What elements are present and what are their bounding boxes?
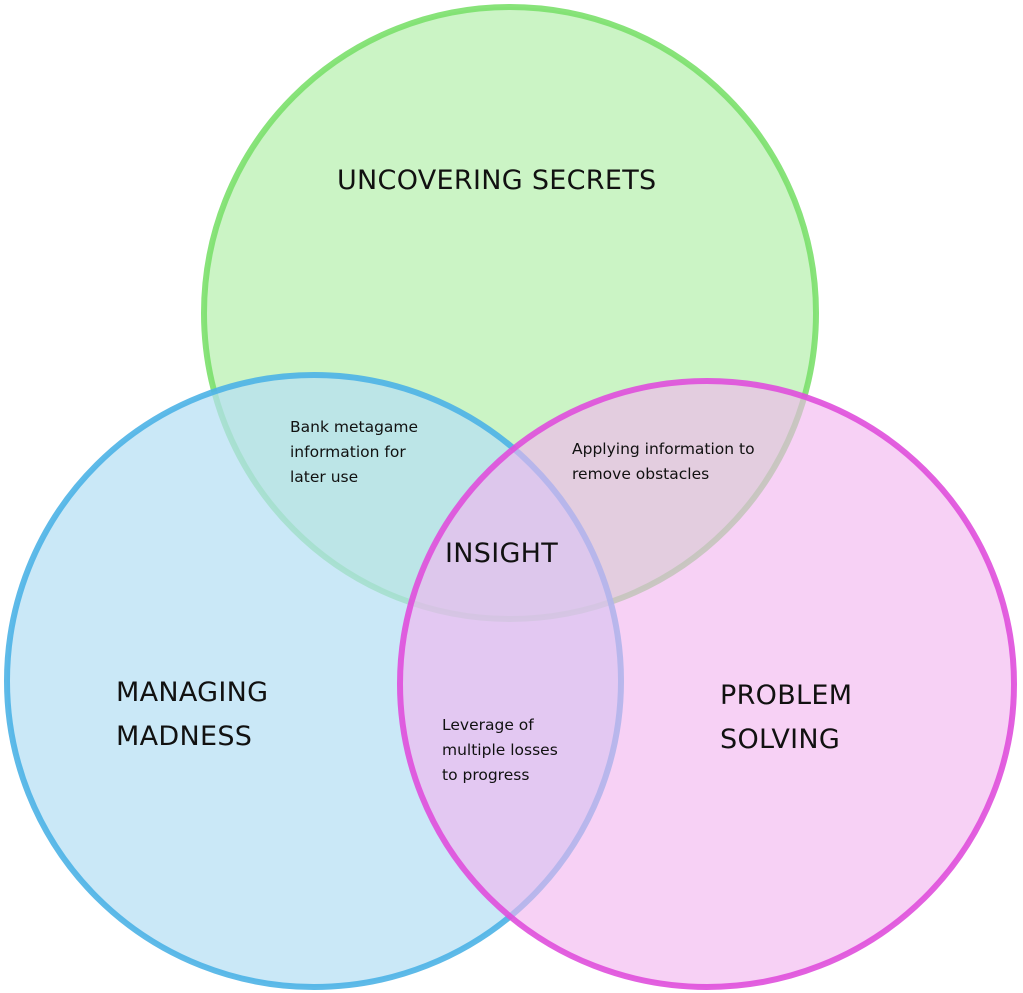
center-label-insight: INSIGHT (445, 538, 559, 569)
intersection-label-secrets-madness: Bank metagame information for later use (290, 418, 419, 486)
intersection-label-secrets-problem: Applying information to remove obstacles (572, 440, 755, 483)
intersection-label-madness-problem: Leverage of multiple losses to progress (442, 716, 558, 784)
set-label-managing-madness: MANAGING MADNESS (116, 677, 269, 752)
set-label-uncovering-secrets: UNCOVERING SECRETS (337, 165, 657, 196)
set-label-problem-solving: PROBLEM SOLVING (720, 680, 853, 755)
circle-problem-solving (397, 378, 1017, 990)
